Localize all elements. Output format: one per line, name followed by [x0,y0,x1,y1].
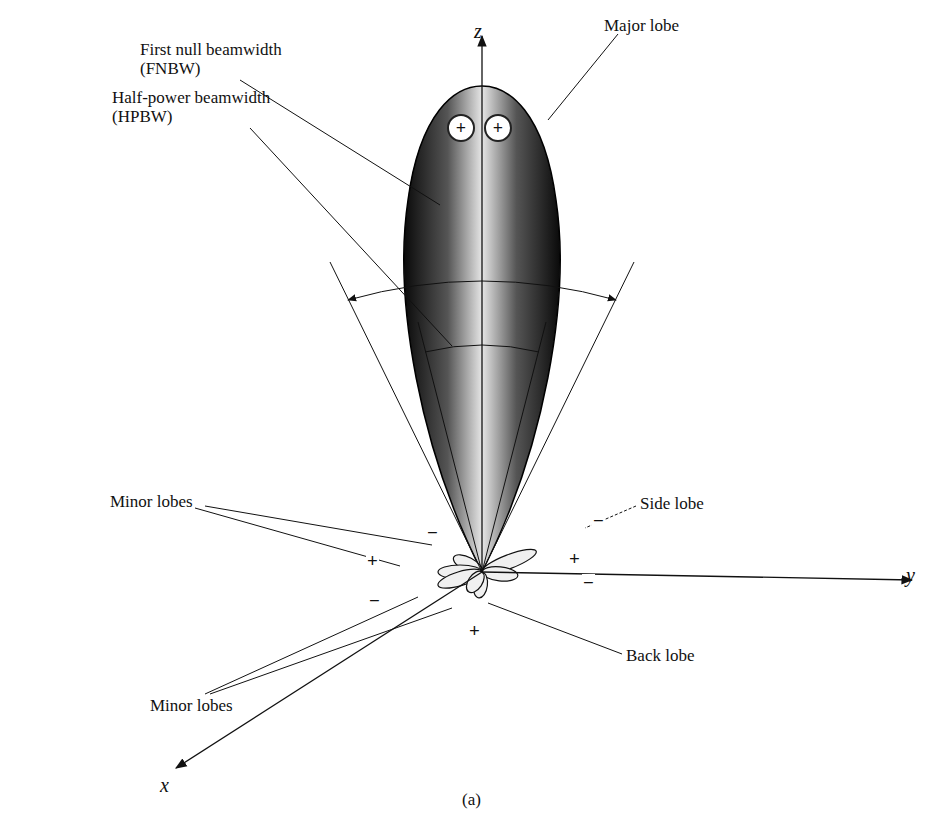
lobe-label: Minor lobes [150,696,233,715]
sign-circle: + [447,114,475,142]
z-axis [481,36,482,572]
lobe-label: Back lobe [626,646,694,665]
phase-sign: + [468,622,481,640]
x-axis [176,572,482,768]
beamwidth-label: First null beamwidth (FNBW) [140,40,320,78]
phase-sign: − [582,574,595,592]
fnbw-line [482,262,634,572]
figure-tag: (a) [462,790,481,809]
axis-label: x [160,776,169,795]
phase-sign: + [568,550,581,568]
hpbw-arc [425,345,539,352]
fnbw-line [330,262,482,572]
sign-circle: + [484,114,512,142]
beamwidth-label: Half-power beamwidth (HPBW) [112,88,312,126]
lobe-label: Major lobe [604,16,679,35]
axis-label: z [474,22,482,41]
lobe-label: Minor lobes [110,492,193,511]
fnbw-arc [348,281,616,300]
phase-sign: + [366,552,379,570]
phase-sign: − [592,512,605,530]
lobe-label: Side lobe [640,494,704,513]
hpbw-line [418,322,482,572]
phase-sign: − [368,592,381,610]
hpbw-line [482,322,546,572]
sign: + [493,119,503,137]
axis-label: y [906,566,915,585]
leader-lines [195,34,636,694]
phase-sign: − [426,524,439,542]
y-axis [482,572,912,580]
sign: + [456,119,466,137]
